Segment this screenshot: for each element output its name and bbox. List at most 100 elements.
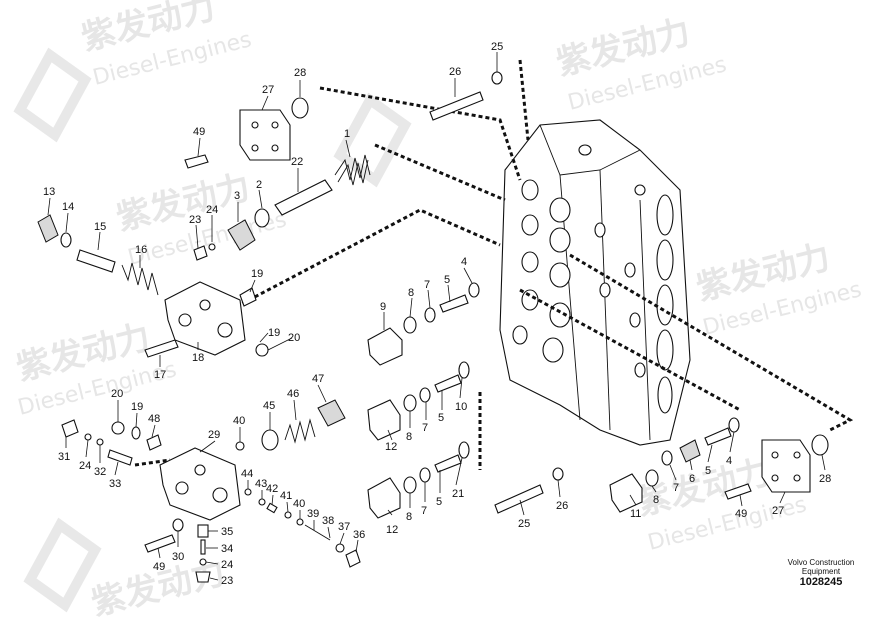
bolt-17 xyxy=(144,339,179,358)
callout-29: 29 xyxy=(208,429,220,441)
callout-5-d: 5 xyxy=(705,465,711,477)
plug-6 xyxy=(679,439,701,463)
callout-24-c: 24 xyxy=(79,460,91,472)
callout-27-top: 27 xyxy=(262,84,274,96)
valve-5-a xyxy=(439,294,469,313)
spring-16 xyxy=(121,262,159,296)
pin-34 xyxy=(200,539,206,555)
callout-13: 13 xyxy=(43,186,55,198)
callout-34: 34 xyxy=(221,543,233,555)
callout-28-top: 28 xyxy=(294,67,306,79)
watermark-layer: 紫发动力 Diesel-Engines 紫发动力 Diesel-Engines … xyxy=(13,0,865,624)
callout-labels: 28 27 49 1 22 2 3 24 23 25 26 13 14 15 1… xyxy=(43,41,831,587)
callout-45: 45 xyxy=(263,400,275,412)
callout-1: 1 xyxy=(344,128,350,140)
callout-7-d: 7 xyxy=(673,482,679,494)
drawing-number: 1028245 xyxy=(799,576,843,588)
callout-23-b: 23 xyxy=(221,575,233,587)
bolt-25-bottom xyxy=(494,484,544,514)
callout-49-bottom: 49 xyxy=(735,508,747,520)
leader-lines xyxy=(47,52,826,581)
plug-12-a xyxy=(367,399,401,441)
callout-24-b: 24 xyxy=(221,559,233,571)
callout-30: 30 xyxy=(172,551,184,563)
callout-18: 18 xyxy=(192,352,204,364)
valve-5-b xyxy=(434,374,462,393)
callout-26-top: 26 xyxy=(449,66,461,78)
o-ring-45 xyxy=(261,429,279,451)
washer-32 xyxy=(96,438,104,446)
callout-47: 47 xyxy=(312,373,324,385)
callout-31: 31 xyxy=(58,451,70,463)
callout-48: 48 xyxy=(148,413,160,425)
bolt-49-top xyxy=(184,154,209,169)
o-ring-8-a xyxy=(403,316,417,334)
washer-30 xyxy=(172,518,184,532)
callout-49-c: 49 xyxy=(153,561,165,573)
callout-44: 44 xyxy=(241,468,253,480)
plug-4-b xyxy=(728,417,740,433)
plug-3 xyxy=(227,219,256,251)
washer-24-b xyxy=(199,558,207,566)
o-ring-8-d xyxy=(645,469,659,487)
valve-housing-29 xyxy=(159,447,241,521)
valve-housing-18 xyxy=(164,281,246,356)
callout-8-b: 8 xyxy=(406,431,412,443)
callout-5-a: 5 xyxy=(444,274,450,286)
callout-26-bottom: 26 xyxy=(556,500,568,512)
callout-8-c: 8 xyxy=(406,511,412,523)
callout-33: 33 xyxy=(109,478,121,490)
callout-8-d: 8 xyxy=(653,494,659,506)
callout-22: 22 xyxy=(291,156,303,168)
callout-46: 46 xyxy=(287,388,299,400)
callout-35: 35 xyxy=(221,526,233,538)
spring-1 xyxy=(334,154,371,186)
callout-3: 3 xyxy=(234,190,240,202)
callout-14: 14 xyxy=(62,201,74,213)
callout-6: 6 xyxy=(689,473,695,485)
callout-25-top: 25 xyxy=(491,41,503,53)
company-line2: Equipment xyxy=(801,567,841,576)
o-ring-7-a xyxy=(424,307,436,323)
callout-40-b: 40 xyxy=(293,498,305,510)
cap-20-b xyxy=(111,421,125,435)
plug-19-a xyxy=(239,287,257,307)
washer-40-a xyxy=(235,441,245,451)
o-ring-8-c xyxy=(403,476,417,494)
callout-17: 17 xyxy=(154,369,166,381)
cover-plate-top xyxy=(239,109,291,161)
callout-20-a: 20 xyxy=(288,332,300,344)
callout-38: 38 xyxy=(322,515,334,527)
callout-7-c: 7 xyxy=(421,505,427,517)
callout-27-bottom: 27 xyxy=(772,505,784,517)
o-ring-28-top xyxy=(291,97,309,119)
plug-20-a xyxy=(255,343,269,357)
plug-23-top xyxy=(193,245,208,261)
washer-24-top xyxy=(208,243,216,251)
callout-21: 21 xyxy=(452,488,464,500)
callout-43: 43 xyxy=(255,478,267,490)
callout-28-bottom: 28 xyxy=(819,473,831,485)
bolt-49-bottom xyxy=(724,483,752,500)
plug-9 xyxy=(367,327,403,366)
callout-2: 2 xyxy=(256,179,262,191)
callout-12-b: 12 xyxy=(386,524,398,536)
plug-10 xyxy=(458,361,470,379)
valve-33 xyxy=(107,449,133,466)
callout-40-a: 40 xyxy=(233,415,245,427)
callout-9: 9 xyxy=(380,301,386,313)
callout-32: 32 xyxy=(94,466,106,478)
callout-12-a: 12 xyxy=(385,441,397,453)
valve-stem-22 xyxy=(274,179,333,216)
callout-5-b: 5 xyxy=(438,412,444,424)
plug-48 xyxy=(146,434,162,451)
callout-15: 15 xyxy=(94,221,106,233)
callout-4-b: 4 xyxy=(726,455,732,467)
spring-46 xyxy=(284,418,316,444)
callout-37: 37 xyxy=(338,521,350,533)
callout-49-top: 49 xyxy=(193,126,205,138)
plug-35 xyxy=(197,524,209,538)
callout-19-a: 19 xyxy=(251,268,263,280)
callout-20-b: 20 xyxy=(111,388,123,400)
